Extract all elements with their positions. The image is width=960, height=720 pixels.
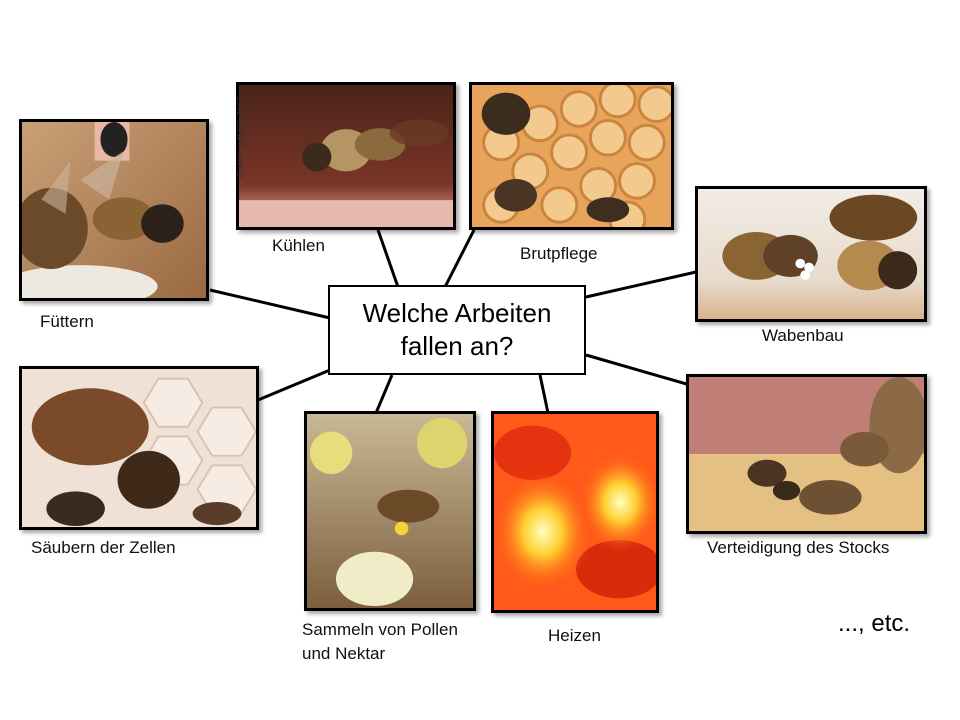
- connector-brutpflege: [443, 229, 476, 288]
- label-saeubern: Säubern der Zellen: [31, 538, 176, 557]
- etc-text: ..., etc.: [838, 610, 911, 637]
- connector-heizen: [538, 374, 550, 414]
- connector-verteidigung: [585, 353, 691, 387]
- central-question-line1: Welche Arbeiten: [362, 298, 552, 328]
- photo-saeubern: [19, 366, 259, 530]
- label-sammeln-line2: und Nektar: [302, 644, 386, 663]
- connector-wabenbau: [585, 270, 697, 299]
- label-heizen: Heizen: [548, 626, 601, 645]
- connector-fuettern: [209, 288, 331, 320]
- central-question-line2: fallen an?: [400, 331, 514, 361]
- connector-saeubern: [257, 368, 331, 402]
- central-question: Welche Arbeiten fallen an?: [328, 285, 586, 375]
- connector-kuehlen: [376, 229, 400, 288]
- photo-sammeln: [304, 411, 476, 611]
- photo-kuehlen: [236, 82, 456, 230]
- photo-wabenbau: [695, 186, 927, 322]
- photo-heizen: [491, 411, 659, 613]
- label-fuettern: Füttern: [40, 312, 94, 331]
- photo-fuettern: [19, 119, 209, 301]
- photo-brutpflege: [469, 82, 674, 230]
- label-brutpflege: Brutpflege: [520, 244, 598, 263]
- label-wabenbau: Wabenbau: [762, 326, 844, 345]
- watermark: Quelle: LAVES 2007: [236, 96, 245, 178]
- label-sammeln-line1: Sammeln von Pollen: [302, 620, 458, 639]
- connector-sammeln: [374, 374, 394, 414]
- photo-verteidigung: [686, 374, 927, 534]
- label-verteidigung: Verteidigung des Stocks: [707, 538, 890, 557]
- label-kuehlen: Kühlen: [272, 236, 325, 255]
